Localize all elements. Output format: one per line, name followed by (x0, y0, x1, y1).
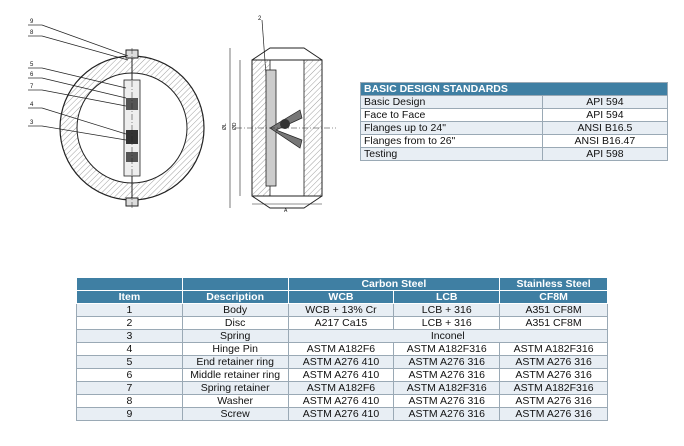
wcb-material: ASTM A182F6 (287, 381, 395, 395)
item-description: Spring (181, 329, 289, 343)
dimension-d: ØD (232, 122, 238, 130)
header-blank (76, 277, 183, 291)
table-row: 3 Spring Inconel (76, 329, 609, 343)
cf8m-material: ASTM A182F316 (499, 381, 608, 395)
table-row: Flanges from to 26" ANSI B16.47 (360, 134, 669, 148)
table-row: Testing API 598 (360, 147, 669, 161)
header-wcb: WCB (287, 290, 395, 304)
standards-table: BASIC DESIGN STANDARDS Basic Design API … (360, 82, 669, 161)
table-row: 7 Spring retainer ASTM A182F6 ASTM A182F… (76, 381, 608, 395)
wcb-material: ASTM A182F6 (287, 342, 395, 356)
table-row: 5 End retainer ring ASTM A276 410 ASTM A… (76, 355, 608, 369)
callout-6: 6 (30, 72, 34, 78)
wcb-material: ASTM A276 410 (287, 394, 395, 408)
front-view (59, 48, 205, 210)
item-number: 6 (76, 368, 183, 382)
dimension-a: A (284, 208, 288, 214)
callout-8: 8 (30, 30, 34, 36)
header-blank (181, 277, 289, 291)
table-row: 8 Washer ASTM A276 410 ASTM A276 316 AST… (76, 394, 608, 408)
callout-5: 5 (30, 62, 34, 68)
item-description: Body (181, 303, 289, 317)
lcb-material: ASTM A276 316 (393, 407, 501, 421)
lcb-material: ASTM A276 316 (393, 394, 501, 408)
lcb-material: ASTM A276 316 (393, 368, 501, 382)
materials-table: Carbon Steel Stainless Steel Item Descri… (76, 277, 609, 421)
side-view (229, 47, 336, 209)
lcb-material: ASTM A182F316 (393, 381, 501, 395)
callout-leaders (28, 19, 271, 141)
item-number: 1 (76, 303, 183, 317)
standard-value: API 594 (541, 108, 669, 122)
item-description: Screw (181, 407, 289, 421)
item-number: 4 (76, 342, 183, 356)
item-description: Middle retainer ring (181, 368, 289, 382)
standard-value: ANSI B16.47 (541, 134, 669, 148)
standard-value: API 594 (541, 95, 669, 109)
cf8m-material: A351 CF8M (499, 303, 608, 317)
cf8m-material: ASTM A276 316 (499, 368, 608, 382)
callout-3: 3 (30, 120, 34, 126)
standard-label: Basic Design (360, 95, 543, 109)
item-description: Hinge Pin (181, 342, 289, 356)
item-number: 7 (76, 381, 183, 395)
standard-label: Testing (360, 147, 543, 161)
item-description: End retainer ring (181, 355, 289, 369)
header-stainless-steel: Stainless Steel (499, 277, 608, 291)
item-number: 5 (76, 355, 183, 369)
lcb-material: ASTM A276 316 (393, 355, 501, 369)
standards-title: BASIC DESIGN STANDARDS (360, 82, 668, 96)
standard-value: API 598 (541, 147, 669, 161)
header-carbon-steel: Carbon Steel (287, 277, 501, 291)
table-row: 4 Hinge Pin ASTM A182F6 ASTM A182F316 AS… (76, 342, 608, 356)
table-row: Face to Face API 594 (360, 108, 669, 122)
callout-7: 7 (30, 84, 34, 90)
standard-label: Flanges from to 26" (360, 134, 543, 148)
header-item: Item (76, 290, 183, 304)
header-cf8m: CF8M (499, 290, 608, 304)
standard-value: ANSI B16.5 (541, 121, 669, 135)
cf8m-material: A351 CF8M (499, 316, 608, 330)
header-lcb: LCB (393, 290, 501, 304)
item-description: Spring retainer (181, 381, 289, 395)
item-number: 9 (76, 407, 183, 421)
callout-4: 4 (30, 102, 34, 108)
lcb-material: ASTM A182F316 (393, 342, 501, 356)
item-description: Disc (181, 316, 289, 330)
cf8m-material: ASTM A276 316 (499, 355, 608, 369)
table-row: Flanges up to 24" ANSI B16.5 (360, 121, 669, 135)
callout-9: 9 (30, 19, 34, 25)
table-row: 2 Disc A217 Ca15 LCB + 316 A351 CF8M (76, 316, 608, 330)
wcb-material: WCB + 13% Cr (287, 303, 395, 317)
item-number: 3 (76, 329, 183, 343)
cf8m-material: ASTM A276 316 (499, 407, 608, 421)
dimension-l: ØL (222, 123, 228, 130)
table-row: 1 Body WCB + 13% Cr LCB + 316 A351 CF8M (76, 303, 608, 317)
wcb-material: ASTM A276 410 (287, 407, 395, 421)
spanned-material: Inconel (287, 329, 609, 343)
cf8m-material: ASTM A182F316 (499, 342, 608, 356)
item-description: Washer (181, 394, 289, 408)
item-number: 2 (76, 316, 183, 330)
item-number: 8 (76, 394, 183, 408)
header-description: Description (181, 290, 289, 304)
standard-label: Flanges up to 24" (360, 121, 543, 135)
wcb-material: ASTM A276 410 (287, 368, 395, 382)
table-row: 9 Screw ASTM A276 410 ASTM A276 316 ASTM… (76, 407, 608, 421)
valve-drawing: 9 8 5 6 7 4 3 2 ØD ØL A (28, 16, 336, 214)
standard-label: Face to Face (360, 108, 543, 122)
wcb-material: ASTM A276 410 (287, 355, 395, 369)
callout-2: 2 (258, 16, 262, 22)
table-row: Basic Design API 594 (360, 95, 669, 109)
lcb-material: LCB + 316 (393, 316, 501, 330)
lcb-material: LCB + 316 (393, 303, 501, 317)
wcb-material: A217 Ca15 (287, 316, 395, 330)
table-row: 6 Middle retainer ring ASTM A276 410 AST… (76, 368, 608, 382)
cf8m-material: ASTM A276 316 (499, 394, 608, 408)
